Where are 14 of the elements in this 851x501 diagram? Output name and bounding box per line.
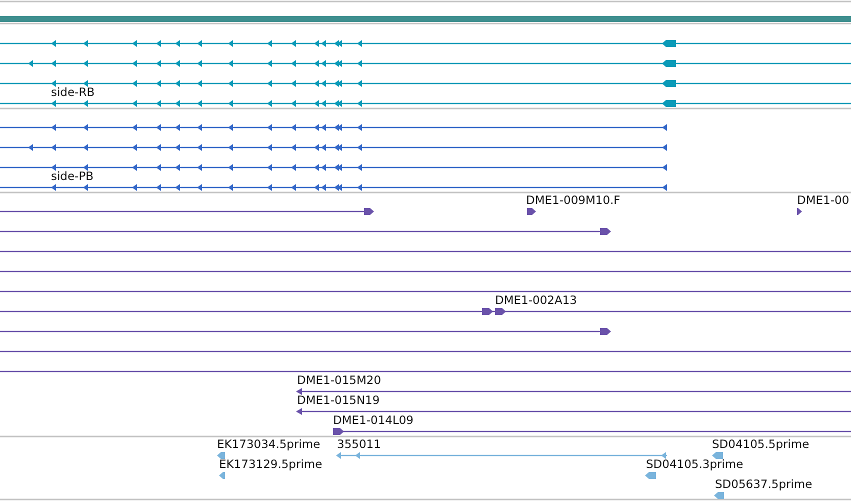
feature-label: DME1-015M20 — [297, 374, 382, 387]
feature-label: EK173129.5prime — [219, 458, 322, 471]
feature-label: SD04105.5prime — [712, 438, 810, 451]
feature-label: DME1-014L09 — [333, 414, 414, 427]
feature-label: SD04105.3prime — [646, 458, 744, 471]
feature-label: DME1-015N19 — [297, 394, 380, 407]
feature-label: SD05637.5prime — [715, 478, 812, 491]
feature-label: DME1-009M10.F — [526, 194, 620, 207]
feature-label: DME1-002A13 — [495, 294, 577, 307]
feature-label: 355011 — [337, 438, 381, 451]
feature-label: DME1-00 — [797, 194, 850, 207]
feature-label: side-RB — [51, 86, 95, 99]
feature-label: EK173034.5prime — [217, 438, 320, 451]
feature-label: side-PB — [51, 170, 94, 183]
